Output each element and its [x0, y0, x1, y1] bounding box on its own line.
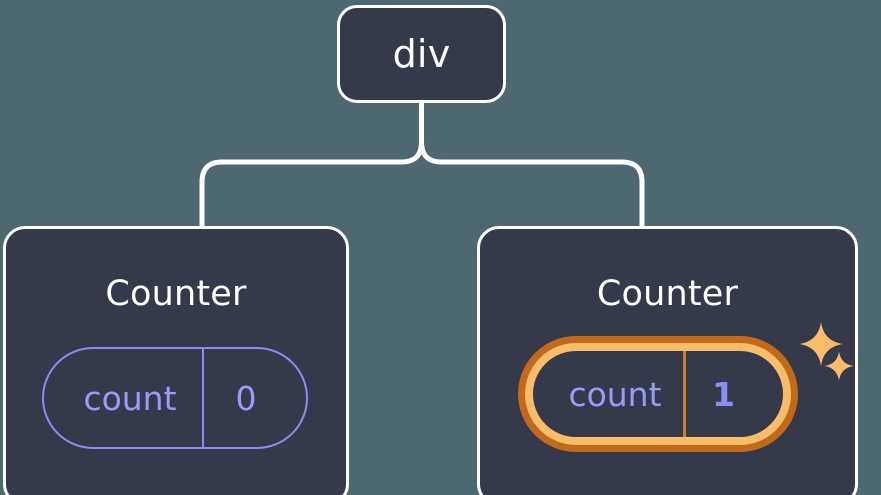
node-counter-right[interactable]: Counter [477, 226, 858, 495]
state-value-left: 0 [202, 349, 302, 447]
sparkle-small-icon [824, 351, 854, 381]
state-pill-right-wrapper: count 1 [518, 336, 798, 452]
state-pill-left[interactable]: count 0 [42, 347, 308, 449]
connector-right-branch [419, 100, 645, 230]
connector-left-branch [199, 100, 424, 230]
state-key-left: count [83, 378, 177, 418]
node-div[interactable]: div [337, 5, 506, 103]
state-value-right: 1 [683, 351, 775, 437]
state-pill-left-wrapper: count 0 [42, 347, 308, 449]
node-div-label: div [392, 32, 451, 76]
state-pill-right-highlight-ring: count 1 [518, 336, 798, 452]
state-key-right: count [568, 374, 662, 414]
node-counter-left-title: Counter [105, 274, 247, 314]
sparkle-large-icon [799, 322, 843, 366]
state-pill-right[interactable]: count 1 [525, 343, 791, 445]
node-counter-right-title: Counter [596, 274, 739, 314]
